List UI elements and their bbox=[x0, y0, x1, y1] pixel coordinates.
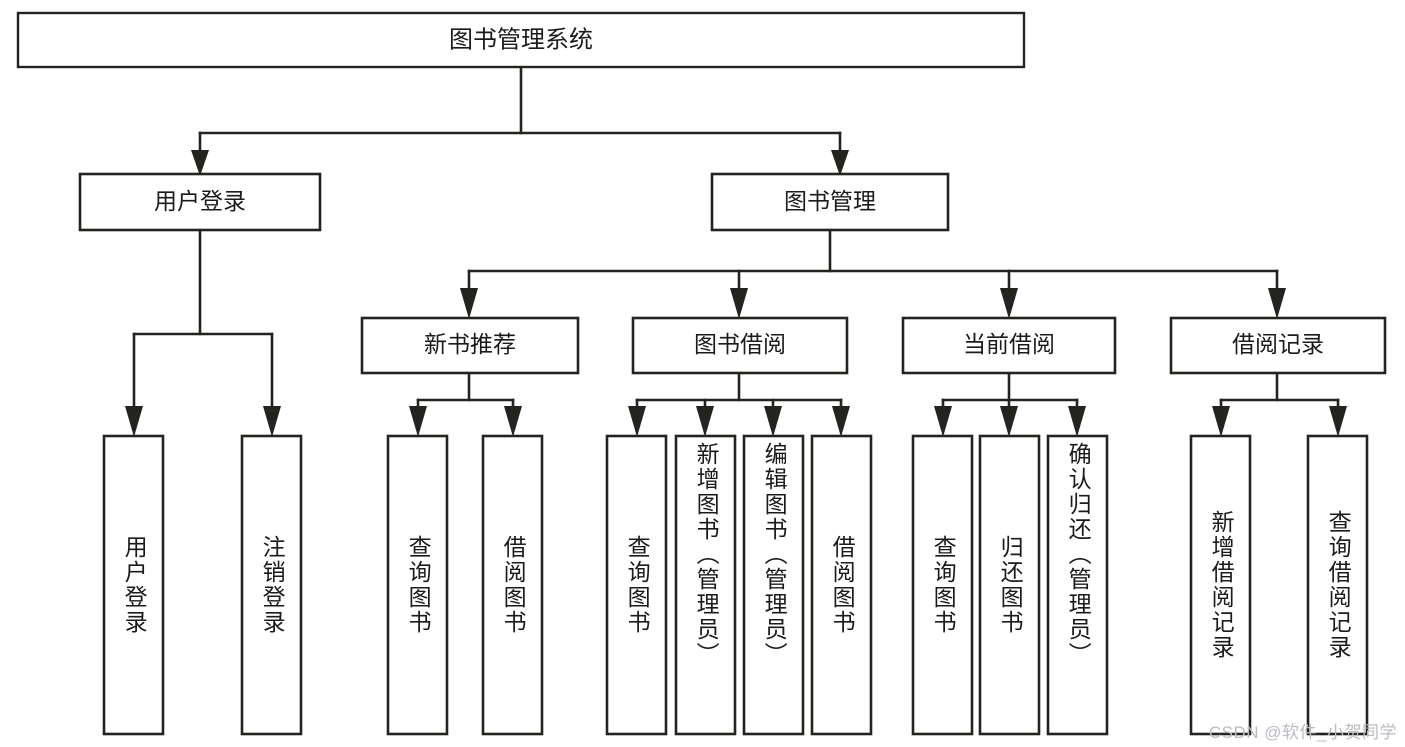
arrow-leaf-borrow-book-2 bbox=[832, 406, 850, 437]
node-current-borrow[interactable]: 当前借阅 bbox=[901, 316, 1117, 375]
node-root-box[interactable] bbox=[16, 11, 1026, 69]
node-current-borrow-box[interactable] bbox=[901, 316, 1117, 375]
arrow-leaf-add-book bbox=[696, 406, 714, 437]
edge-layer bbox=[125, 65, 1347, 437]
node-root-label: 图书管理系统 bbox=[449, 26, 593, 53]
arrow-user-login bbox=[191, 150, 209, 176]
node-book-manage-label: 图书管理 bbox=[784, 188, 876, 214]
arrow-current-borrow bbox=[1000, 288, 1018, 319]
node-book-borrow-box[interactable] bbox=[631, 316, 849, 375]
leaf-box-user-login[interactable] bbox=[102, 434, 165, 736]
node-user-login-label: 用户登录 bbox=[154, 188, 246, 214]
node-user-login-box[interactable] bbox=[78, 172, 322, 232]
arrow-book-manage bbox=[831, 150, 849, 176]
leaf-box-return-book[interactable] bbox=[978, 434, 1041, 736]
arrow-leaf-query-book-3 bbox=[934, 406, 952, 437]
node-borrow-record-box[interactable] bbox=[1169, 316, 1387, 375]
arrow-leaf-query-book-2 bbox=[628, 406, 646, 437]
leaf-box-query-book-2[interactable] bbox=[605, 434, 668, 736]
leaf-box-add-book[interactable] bbox=[674, 434, 737, 736]
leaf-box-confirm-return[interactable] bbox=[1046, 434, 1109, 736]
node-layer: 图书管理系统 用户登录 图书管理 新书推荐 图书借阅 当前 bbox=[16, 11, 1387, 736]
node-current-borrow-label: 当前借阅 bbox=[963, 331, 1055, 357]
leaf-box-query-record[interactable] bbox=[1306, 434, 1369, 736]
leaf-box-logout[interactable] bbox=[240, 434, 303, 736]
arrow-leaf-user-login bbox=[125, 406, 143, 437]
arrow-borrow-record bbox=[1268, 288, 1286, 319]
arrow-leaf-borrow-book-1 bbox=[504, 406, 522, 437]
leaf-box-borrow-book-1[interactable] bbox=[481, 434, 544, 736]
node-book-manage-box[interactable] bbox=[710, 172, 950, 232]
leaf-box-query-book-3[interactable] bbox=[911, 434, 974, 736]
node-new-book-recommend-box[interactable] bbox=[360, 316, 580, 375]
arrow-leaf-add-record bbox=[1212, 406, 1230, 437]
leaf-box-query-book-1[interactable] bbox=[386, 434, 449, 736]
arrow-new-book-recommend bbox=[460, 288, 478, 319]
arrow-leaf-edit-book bbox=[764, 406, 782, 437]
node-borrow-record-label: 借阅记录 bbox=[1232, 331, 1324, 357]
arrow-leaf-return-book bbox=[1000, 406, 1018, 437]
arrow-leaf-logout bbox=[263, 406, 281, 437]
leaf-box-edit-book[interactable] bbox=[742, 434, 805, 736]
node-book-manage[interactable]: 图书管理 bbox=[710, 172, 950, 232]
leaf-box-add-record[interactable] bbox=[1189, 434, 1252, 736]
arrow-leaf-query-record bbox=[1329, 406, 1347, 437]
arrow-leaf-confirm-return bbox=[1068, 406, 1086, 437]
arrow-book-borrow bbox=[730, 288, 748, 319]
node-book-borrow[interactable]: 图书借阅 bbox=[631, 316, 849, 375]
leaf-boxes bbox=[102, 434, 1369, 736]
node-new-book-recommend-label: 新书推荐 bbox=[424, 331, 516, 357]
node-book-borrow-label: 图书借阅 bbox=[694, 331, 786, 357]
node-user-login[interactable]: 用户登录 bbox=[78, 172, 322, 232]
csdn-watermark: CSDN @软件_小贺同学 bbox=[1208, 723, 1397, 742]
arrow-leaf-query-book-1 bbox=[409, 406, 427, 437]
leaf-box-borrow-book-2[interactable] bbox=[810, 434, 873, 736]
node-borrow-record[interactable]: 借阅记录 bbox=[1169, 316, 1387, 375]
node-root[interactable]: 图书管理系统 bbox=[16, 11, 1026, 69]
node-new-book-recommend[interactable]: 新书推荐 bbox=[360, 316, 580, 375]
